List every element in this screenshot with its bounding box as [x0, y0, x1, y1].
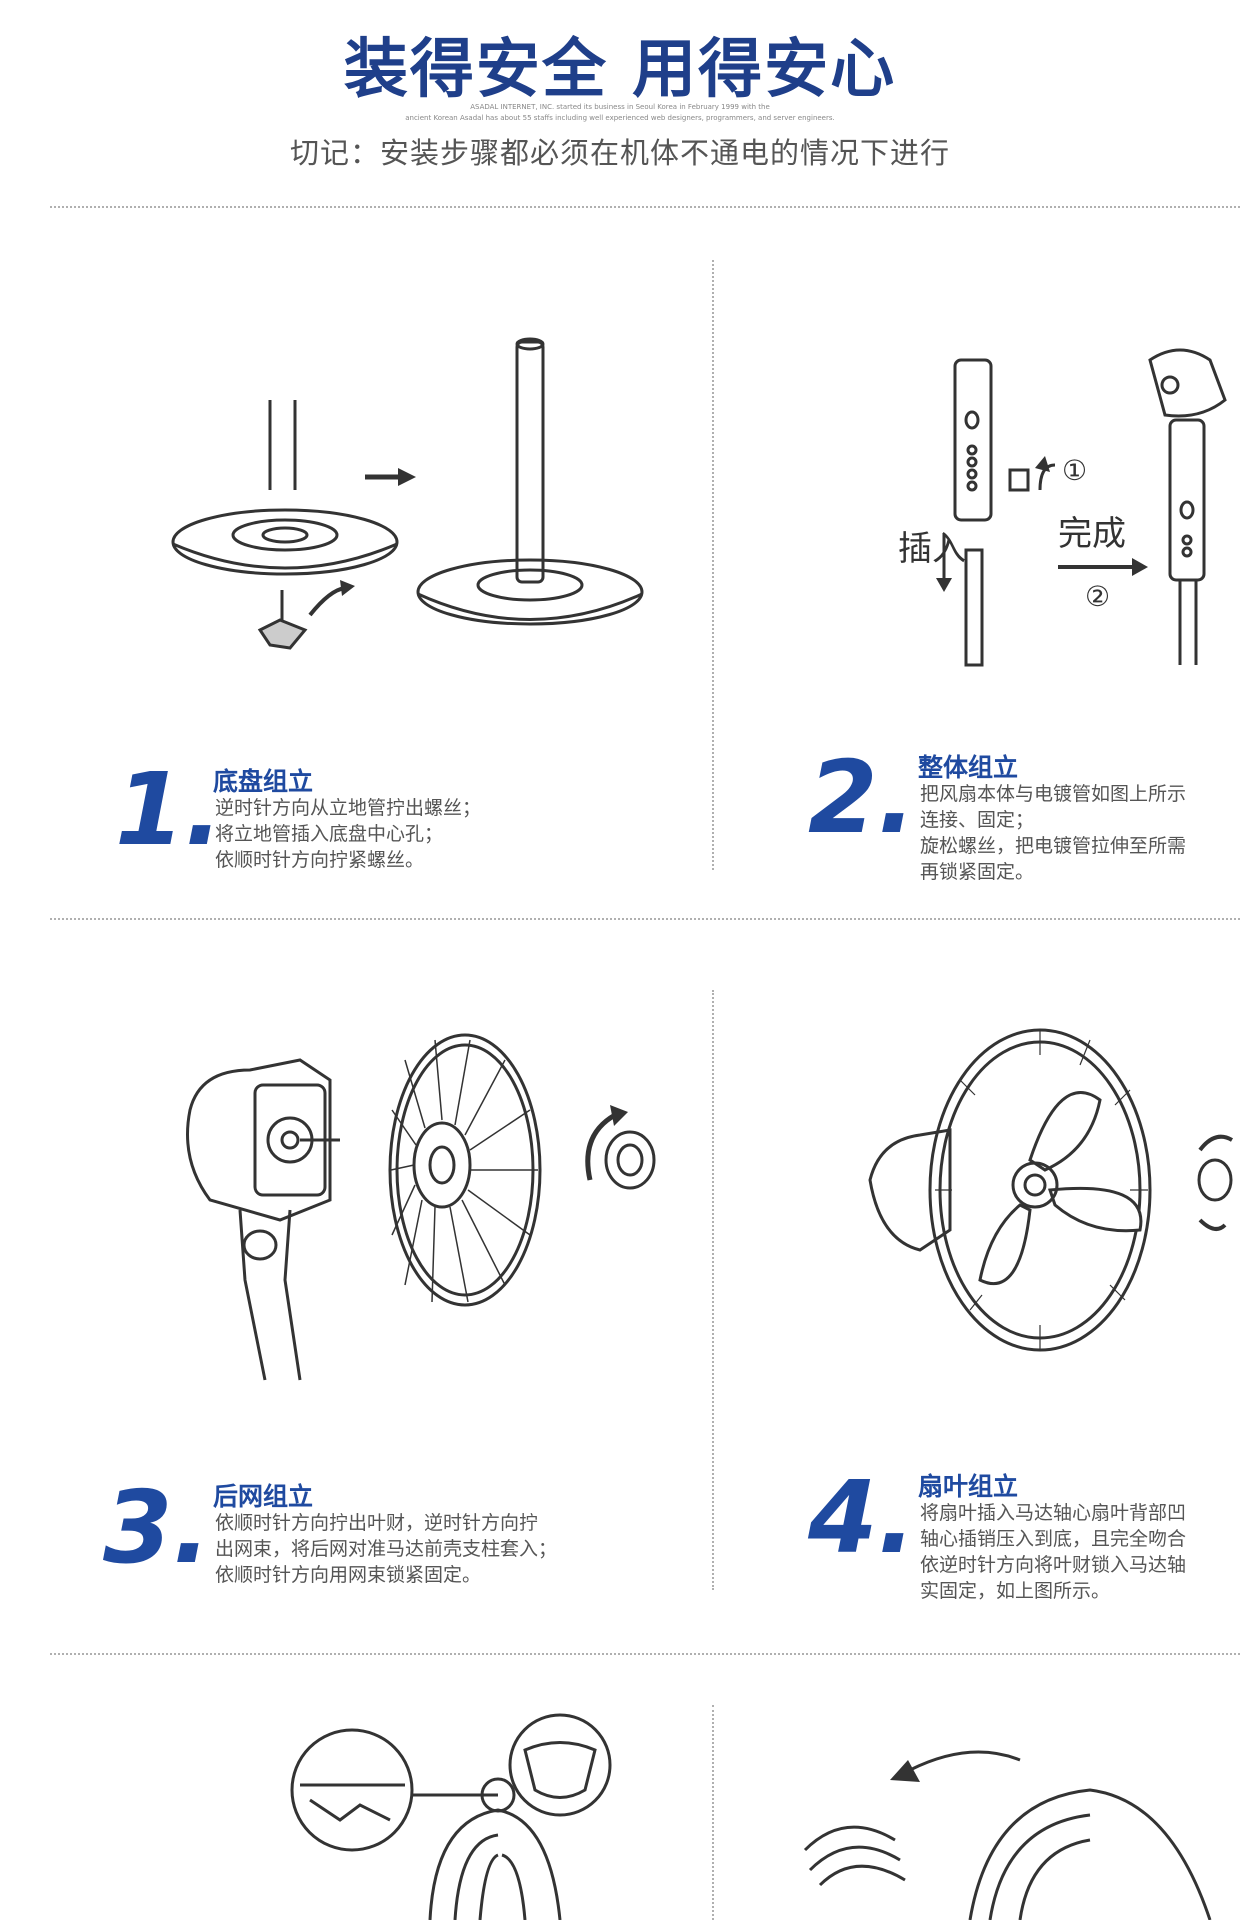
step-4-number: 4.: [808, 1459, 916, 1576]
step-4-title: 扇叶组立: [918, 1472, 1019, 1501]
base-assembly-illustration: [171, 337, 644, 650]
step-2-title: 整体组立: [918, 753, 1019, 782]
divider-middle: [50, 918, 1240, 920]
guard-clip-illustration: [290, 1713, 612, 1920]
step-1-number: 1.: [115, 751, 223, 868]
rear-guard-illustration: [186, 1033, 656, 1381]
front-guard-illustration: [803, 1750, 1212, 1920]
step-3-number: 3.: [103, 1469, 211, 1586]
divider-top: [50, 206, 1240, 208]
page-title: 装得安全 用得安心: [343, 33, 897, 107]
body-assembly-illustration: ① 插入 完成 ②: [898, 348, 1227, 667]
mark-2-label: ②: [1085, 580, 1110, 613]
header-subtitle-line-2: ancient Korean Asadal has about 55 staff…: [405, 114, 835, 122]
step-4-description: 将扇叶插入马达轴心扇叶背部凹 轴心插销压入到底，且完全吻合 依逆时针方向将叶财锁…: [920, 1502, 1187, 1602]
insert-label: 插入: [898, 529, 966, 569]
column-divider-row3: [712, 1705, 714, 1920]
divider-bottom: [50, 1653, 1240, 1655]
step-3-description: 依顺时针方向拧出叶财，逆时针方向拧 出网束，将后网对准马达前壳支柱套入； 依顺时…: [215, 1512, 558, 1586]
step-2-number: 2.: [808, 739, 916, 856]
step-2-description: 把风扇本体与电镀管如图上所示 连接、固定； 旋松螺丝，把电镀管拉伸至所需 再锁紧…: [920, 783, 1187, 883]
column-divider-row1: [712, 260, 714, 870]
step-3-title: 后网组立: [213, 1482, 314, 1511]
step-1-title: 底盘组立: [213, 767, 314, 796]
header-subtitle-line-1: ASADAL INTERNET, INC. started its busine…: [470, 103, 770, 111]
mark-1-label: ①: [1062, 454, 1087, 487]
done-label: 完成: [1058, 514, 1126, 554]
safety-warning: 切记：安装步骤都必须在机体不通电的情况下进行: [289, 136, 950, 170]
step-1-description: 逆时针方向从立地管拧出螺丝； 将立地管插入底盘中心孔； 依顺时针方向拧紧螺丝。: [215, 797, 482, 871]
column-divider-row2: [712, 990, 714, 1590]
fan-blade-illustration: [868, 1028, 1234, 1352]
